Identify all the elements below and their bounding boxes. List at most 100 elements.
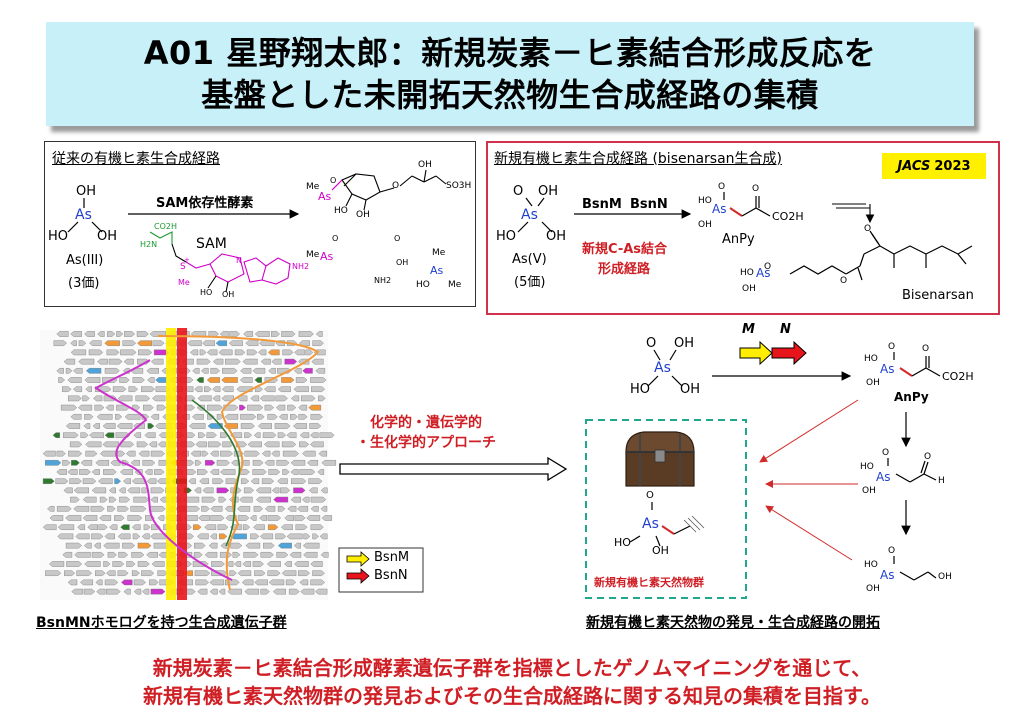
gene-arrow bbox=[252, 460, 264, 466]
gene-arrow bbox=[243, 552, 259, 558]
gene-arrow bbox=[264, 404, 275, 411]
gene-arrow bbox=[263, 542, 275, 549]
gene-arrow bbox=[264, 441, 280, 448]
gene-arrow bbox=[64, 570, 76, 576]
gene-arrow bbox=[311, 386, 326, 392]
as5-oh-top: OH bbox=[538, 184, 559, 199]
gene-arrow bbox=[104, 579, 119, 586]
gene-arrow bbox=[212, 358, 224, 365]
gene-arrow bbox=[83, 588, 96, 595]
gene-arrow bbox=[185, 506, 201, 512]
gene-arrow bbox=[122, 340, 137, 346]
gene-arrow bbox=[209, 579, 225, 586]
gene-arrow bbox=[240, 478, 250, 484]
bsnn-legend-arrow bbox=[346, 568, 370, 584]
gene-arrow bbox=[310, 506, 319, 512]
gene-arrow bbox=[321, 515, 332, 521]
gene-arrow bbox=[243, 487, 255, 494]
gene-arrow bbox=[68, 450, 83, 457]
gene-arrow bbox=[271, 331, 280, 337]
sugar-ho: HO bbox=[334, 206, 348, 216]
gene-arrow bbox=[206, 432, 217, 438]
gene-arrow bbox=[202, 340, 215, 346]
gene-arrow bbox=[290, 496, 301, 503]
gene-arrow bbox=[152, 395, 166, 402]
conventional-pathway-panel bbox=[44, 141, 476, 307]
gene-arrow bbox=[240, 414, 257, 420]
gene-arrow bbox=[257, 423, 272, 429]
gene-arrow bbox=[84, 331, 95, 337]
gene-arrow bbox=[99, 450, 117, 457]
gene-arrow bbox=[318, 395, 326, 402]
gene-arrow bbox=[70, 414, 82, 420]
gene-arrow bbox=[123, 588, 131, 595]
bisenarsan-structure bbox=[789, 230, 973, 281]
dma-me2: Me bbox=[448, 280, 462, 290]
gene-arrow bbox=[218, 588, 226, 595]
gene-arrow bbox=[210, 450, 219, 457]
gene-arrow bbox=[67, 469, 78, 475]
gene-arrow bbox=[302, 542, 320, 549]
title-line-1: A01 星野翔太郎：新規炭素－ヒ素結合形成反応を bbox=[143, 34, 877, 72]
gene-arrow bbox=[70, 331, 82, 337]
as3-label: As(III) bbox=[66, 253, 104, 268]
gene-arrow bbox=[261, 478, 275, 484]
gene-arrow bbox=[218, 349, 233, 356]
gene-arrow bbox=[210, 515, 225, 521]
as-betaine-me: Me bbox=[306, 250, 320, 260]
gene-arrow bbox=[73, 386, 83, 392]
gene-arrow bbox=[157, 570, 168, 576]
gene-arrow bbox=[130, 460, 140, 466]
gene-arrow bbox=[91, 487, 107, 494]
gene-arrow bbox=[99, 515, 112, 521]
gene-arrow bbox=[312, 570, 325, 576]
gene-arrow bbox=[87, 524, 98, 530]
gene-arrow bbox=[121, 579, 133, 586]
gene-arrow bbox=[126, 561, 136, 567]
gene-arrow bbox=[89, 432, 104, 438]
asv-oh-top: OH bbox=[674, 336, 695, 351]
aldehyde-structure bbox=[887, 458, 937, 483]
as5-valence: (5価) bbox=[514, 275, 546, 290]
gene-arrow bbox=[128, 386, 139, 392]
gene-arrow bbox=[67, 579, 78, 586]
gene-arrow bbox=[250, 533, 260, 540]
gene-arrow bbox=[220, 469, 236, 475]
sam-ho: HO bbox=[200, 288, 213, 297]
dma-me1: Me bbox=[432, 248, 446, 258]
gene-arrow bbox=[201, 496, 216, 503]
gene-arrow bbox=[247, 404, 264, 411]
gene-arrow bbox=[267, 570, 281, 576]
gene-arrow bbox=[65, 368, 73, 374]
gene-m-arrow bbox=[739, 340, 773, 366]
as-betaine-oh: OH bbox=[396, 258, 409, 267]
gene-arrow bbox=[308, 487, 318, 494]
gene-arrow bbox=[220, 450, 234, 457]
gene-arrow bbox=[137, 542, 152, 549]
gene-arrow bbox=[246, 349, 258, 356]
gene-arrow bbox=[227, 588, 242, 595]
gene-arrow bbox=[103, 469, 117, 475]
discovery-caption: 新規有機ヒ素天然物の発見・生合成経路の開拓 bbox=[586, 615, 880, 631]
gene-arrow bbox=[197, 469, 208, 475]
gene-arrow bbox=[190, 450, 202, 457]
sam-oh: OH bbox=[222, 290, 235, 299]
gene-arrow bbox=[154, 469, 165, 475]
gene-arrow bbox=[157, 515, 165, 521]
gene-arrow bbox=[127, 487, 141, 494]
gene-arrow bbox=[114, 478, 122, 484]
gene-arrow bbox=[209, 533, 217, 540]
gene-arrow bbox=[149, 579, 159, 586]
gene-arrow bbox=[211, 561, 225, 567]
as3-ho: HO bbox=[48, 229, 69, 244]
gene-arrow bbox=[224, 414, 239, 420]
gene-arrow bbox=[281, 570, 297, 576]
gene-arrow bbox=[42, 524, 57, 530]
gene-arrow bbox=[245, 340, 259, 346]
gene-arrow bbox=[104, 533, 115, 540]
gene-arrow bbox=[319, 533, 328, 540]
anpy-label-large: AnPy bbox=[894, 390, 929, 404]
gene-arrow bbox=[319, 432, 335, 438]
gene-arrow bbox=[90, 506, 105, 512]
gene-arrow bbox=[281, 331, 296, 337]
